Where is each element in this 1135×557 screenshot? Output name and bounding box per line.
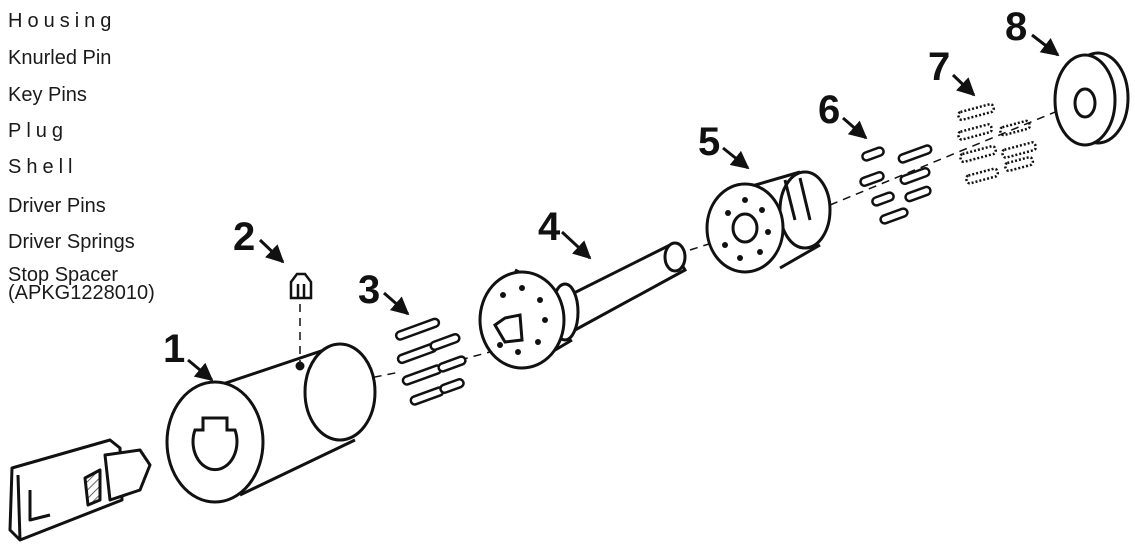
callout-number-5: 5 bbox=[698, 120, 720, 164]
legend-item-driver-pins: Driver Pins bbox=[8, 195, 106, 217]
stop-spacer-part bbox=[1053, 51, 1130, 147]
callout-arrow-4 bbox=[560, 230, 592, 260]
callout-number-4: 4 bbox=[538, 205, 561, 249]
key-part bbox=[8, 438, 152, 542]
callout-number-7: 7 bbox=[928, 45, 950, 89]
key-pins-part bbox=[394, 317, 467, 406]
plug-part bbox=[478, 241, 688, 370]
legend-item-stop-spacer-label: Stop Spacer bbox=[8, 264, 119, 286]
callout-7: 7 bbox=[928, 45, 976, 97]
driver-springs-part bbox=[956, 102, 1038, 185]
callout-arrow-8 bbox=[1031, 33, 1060, 57]
callout-number-6: 6 bbox=[818, 88, 840, 132]
legend-item-key-pins: Key Pins bbox=[8, 84, 87, 106]
legend-item-plug: Plug bbox=[8, 120, 69, 142]
legend-item-stop-spacer-part-number: (APKG1228010) bbox=[8, 282, 155, 304]
legend-item-housing: Housing bbox=[8, 10, 117, 32]
legend-item-shell: Shell bbox=[8, 156, 78, 178]
callout-arrow-6 bbox=[842, 116, 868, 140]
callout-3: 3 bbox=[358, 268, 410, 316]
callout-arrow-7 bbox=[951, 73, 976, 97]
callout-8: 8 bbox=[1005, 5, 1060, 57]
callout-1: 1 bbox=[163, 327, 214, 382]
callout-5: 5 bbox=[698, 120, 750, 170]
callout-number-8: 8 bbox=[1005, 5, 1027, 49]
callout-number-3: 3 bbox=[358, 268, 380, 312]
shell-part bbox=[705, 170, 832, 274]
knurled-pin-part bbox=[289, 272, 313, 300]
callout-arrow-3 bbox=[383, 291, 410, 316]
driver-pins-part bbox=[859, 144, 933, 225]
legend-item-driver-springs: Driver Springs bbox=[8, 231, 135, 253]
callout-arrow-2 bbox=[258, 238, 285, 264]
callout-4: 4 bbox=[538, 205, 592, 260]
callout-arrow-5 bbox=[722, 146, 750, 170]
callout-number-1: 1 bbox=[163, 327, 185, 371]
legend-item-knurled-pin: Knurled Pin bbox=[8, 47, 112, 69]
callout-arrow-1 bbox=[187, 358, 214, 382]
callout-6: 6 bbox=[818, 88, 868, 140]
legend-item-stop-spacer: Stop Spacer (APKG1228010) bbox=[8, 264, 155, 304]
housing-part bbox=[165, 342, 377, 504]
callout-2: 2 bbox=[233, 215, 285, 264]
callout-number-2: 2 bbox=[233, 215, 255, 259]
